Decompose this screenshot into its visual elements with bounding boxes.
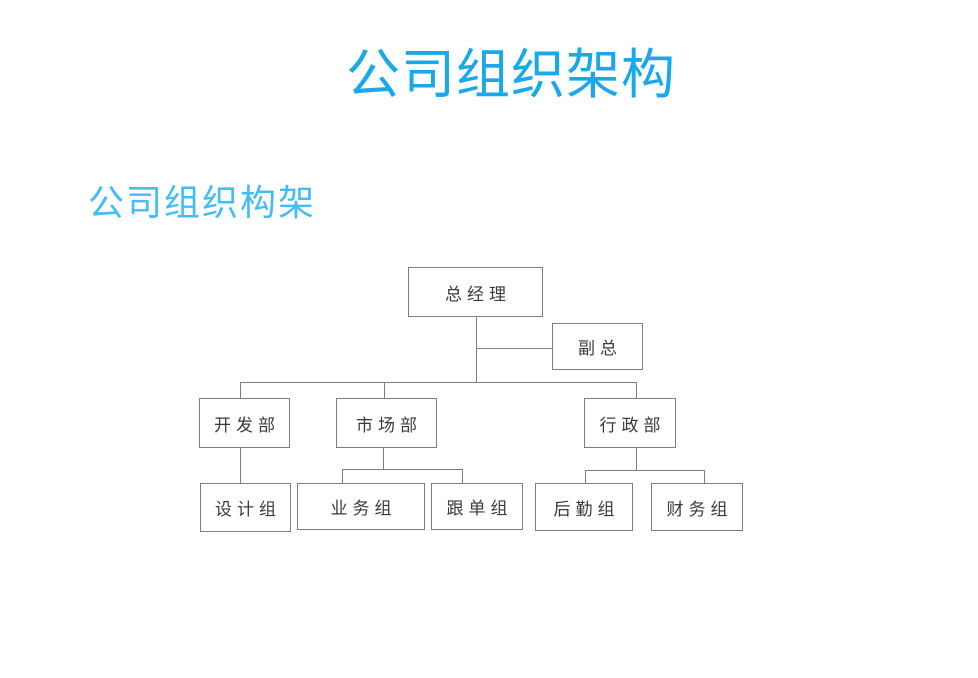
org-node-development-dept: 开发部 bbox=[199, 398, 290, 448]
connector-line bbox=[240, 382, 637, 383]
connector-line bbox=[384, 382, 385, 398]
connector-line bbox=[476, 317, 477, 383]
connector-line bbox=[636, 448, 637, 470]
connector-line bbox=[342, 469, 343, 483]
connector-line bbox=[585, 470, 586, 483]
org-node-design-group: 设计组 bbox=[200, 483, 291, 532]
connector-line bbox=[342, 469, 463, 470]
connector-line bbox=[636, 382, 637, 398]
connector-line bbox=[462, 469, 463, 483]
section-heading: 公司组织构架 bbox=[88, 183, 317, 224]
org-node-general-manager: 总经理 bbox=[408, 267, 543, 317]
connector-line bbox=[383, 448, 384, 469]
org-node-admin-dept: 行政部 bbox=[584, 398, 676, 448]
org-node-finance-group: 财务组 bbox=[651, 483, 743, 531]
connector-line bbox=[704, 470, 705, 483]
connector-line bbox=[585, 470, 705, 471]
connector-line bbox=[476, 348, 552, 349]
org-node-marketing-dept: 市场部 bbox=[336, 398, 437, 448]
org-node-deputy-general: 副总 bbox=[552, 323, 643, 370]
org-node-business-group: 业务组 bbox=[297, 483, 425, 530]
org-node-logistics-group: 后勤组 bbox=[535, 483, 633, 531]
page-title: 公司组织架构 bbox=[346, 43, 676, 106]
connector-line bbox=[240, 382, 241, 398]
connector-line bbox=[240, 448, 241, 483]
org-node-order-group: 跟单组 bbox=[431, 483, 523, 530]
